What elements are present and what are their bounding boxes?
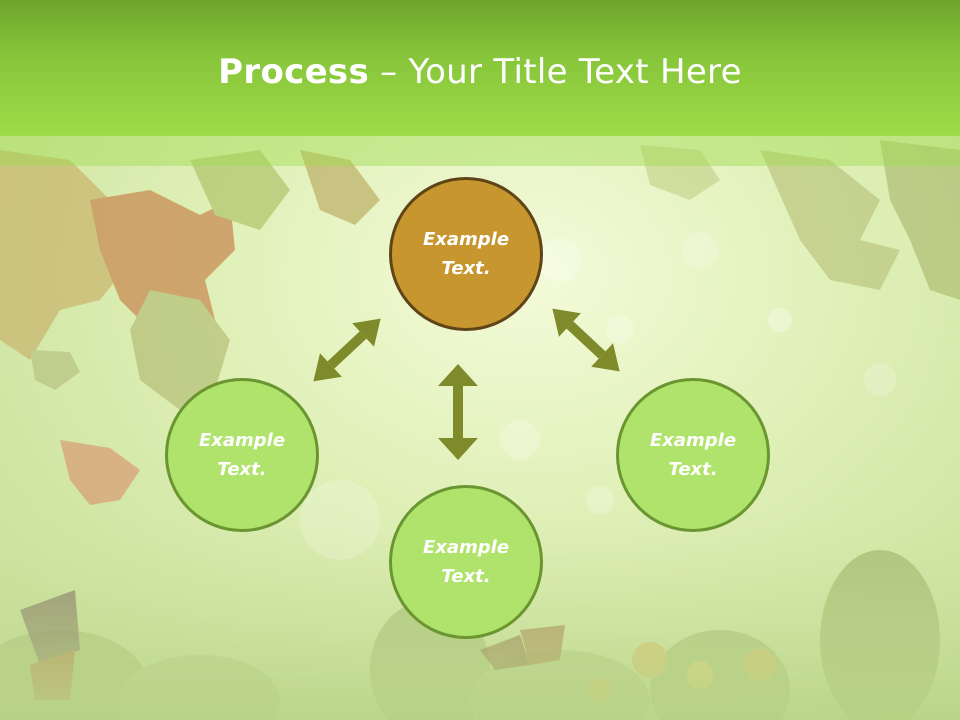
node-bottom-line2: Text. xyxy=(441,566,491,587)
node-right-line2: Text. xyxy=(668,459,718,480)
double-arrow-vertical xyxy=(438,364,478,460)
node-left-line1: Example xyxy=(198,430,286,451)
title-rest: – Your Title Text Here xyxy=(369,52,742,92)
node-top-line1: Example xyxy=(422,229,510,250)
node-top-line2: Text. xyxy=(441,258,491,279)
bokeh-lights xyxy=(300,232,896,560)
leaves-top-right xyxy=(640,140,960,300)
double-arrow-left xyxy=(313,318,381,382)
title-bar-band xyxy=(0,136,960,166)
title-bold: Process xyxy=(218,52,370,92)
node-right-line1: Example xyxy=(649,430,737,451)
node-bottom-line1: Example xyxy=(422,537,510,558)
title-bar xyxy=(0,0,960,136)
node-left-line2: Text. xyxy=(217,459,267,480)
slide-title: Process – Your Title Text Here xyxy=(0,52,960,92)
leaves-top-left xyxy=(0,150,380,505)
double-arrow-right xyxy=(552,308,620,372)
